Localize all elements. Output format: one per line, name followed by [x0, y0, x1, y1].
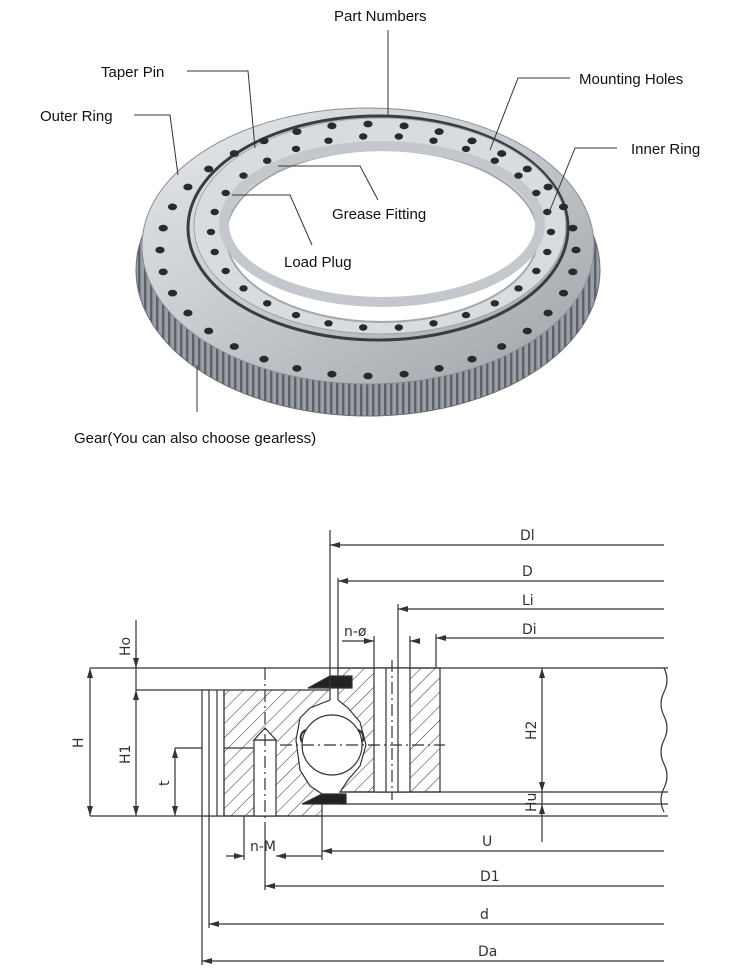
label-load-plug: Load Plug: [284, 254, 352, 271]
dim-H: H: [71, 737, 87, 748]
mounting-hole: [497, 343, 507, 350]
mounting-hole: [434, 128, 444, 136]
mounting-hole: [263, 157, 272, 164]
label-part-numbers: Part Numbers: [334, 8, 427, 25]
dim-t: t: [157, 780, 173, 786]
dim-Hu: Hu: [524, 793, 540, 812]
dim-Da: Da: [478, 944, 497, 960]
mounting-hole: [568, 268, 578, 276]
mounting-hole: [532, 267, 541, 275]
mounting-hole: [158, 224, 168, 232]
mounting-hole: [239, 285, 248, 292]
mounting-hole: [363, 372, 373, 380]
dimension-arrows: [87, 542, 545, 964]
mounting-hole: [206, 228, 216, 236]
label-inner-ring: Inner Ring: [631, 141, 700, 158]
mounting-hole: [155, 246, 165, 254]
label-gear: Gear(You can also choose gearless): [74, 430, 316, 447]
inner-bore: [225, 149, 539, 323]
mounting-hole: [324, 320, 333, 327]
mounting-hole: [467, 355, 477, 363]
mounting-hole: [546, 228, 556, 236]
mounting-hole: [558, 203, 569, 211]
dim-n-phi: n-ø: [344, 624, 367, 640]
mounting-hole: [229, 150, 239, 157]
mounting-hole: [204, 327, 214, 335]
dim-Dl: Dl: [520, 528, 535, 544]
mounting-hole: [558, 289, 569, 297]
label-outer-ring: Outer Ring: [40, 108, 113, 125]
mounting-hole: [291, 311, 301, 319]
mounting-hole: [263, 300, 272, 307]
bore-wall: [219, 141, 545, 307]
mounting-hole: [461, 311, 471, 319]
mounting-hole: [327, 370, 337, 378]
mounting-hole: [532, 189, 541, 197]
mounting-hole: [229, 343, 239, 350]
mounting-hole: [399, 122, 409, 130]
mounting-hole: [514, 285, 523, 292]
mounting-hole: [490, 157, 499, 164]
dim-Di: Di: [522, 622, 537, 638]
mounting-holes: [155, 120, 581, 380]
mounting-hole: [429, 137, 438, 144]
label-mounting-holes: Mounting Holes: [579, 71, 683, 88]
dim-H1: H1: [118, 745, 134, 764]
mounting-hole: [292, 128, 302, 136]
dim-H2: H2: [524, 721, 540, 740]
leader-lines: [134, 30, 617, 412]
mounting-hole: [568, 224, 578, 232]
mounting-hole: [259, 355, 269, 363]
mounting-hole: [221, 267, 230, 275]
dim-Ho: Ho: [118, 637, 134, 656]
cross-section-drawing: [89, 530, 668, 965]
mounting-hole: [359, 133, 368, 140]
mounting-hole: [210, 248, 219, 256]
mounting-hole: [543, 183, 553, 191]
mounting-hole: [291, 145, 301, 153]
mounting-hole: [363, 120, 373, 128]
mounting-hole: [210, 208, 219, 216]
mounting-hole: [514, 172, 523, 179]
mounting-hole: [259, 137, 269, 145]
mounting-hole: [327, 122, 337, 130]
bearing-illustration: [135, 107, 601, 417]
mounting-hole: [204, 165, 214, 173]
ring-groove: [186, 114, 570, 342]
mounting-hole: [221, 189, 230, 197]
mounting-hole: [394, 324, 403, 331]
mounting-hole: [461, 145, 471, 153]
mounting-hole: [543, 309, 553, 317]
mounting-hole: [467, 137, 477, 145]
mounting-hole: [158, 268, 168, 276]
mounting-hole: [183, 183, 193, 191]
mounting-hole: [429, 320, 438, 327]
mounting-hole: [292, 365, 302, 372]
mounting-hole: [167, 289, 178, 297]
mounting-hole: [167, 203, 178, 211]
dim-U: U: [482, 834, 492, 850]
dim-D1: D1: [480, 869, 500, 885]
mounting-hole: [434, 365, 444, 372]
mounting-hole: [359, 324, 368, 331]
label-grease-fitting: Grease Fitting: [332, 206, 426, 223]
mounting-hole: [324, 137, 333, 144]
mounting-hole: [183, 309, 193, 317]
dim-d: d: [480, 907, 489, 923]
label-taper-pin: Taper Pin: [101, 64, 164, 81]
dim-n-M: n-M: [250, 839, 276, 855]
mounting-hole: [239, 172, 248, 179]
dim-Li: Li: [522, 593, 534, 609]
mounting-hole: [522, 165, 532, 173]
mounting-hole: [571, 246, 581, 254]
dim-D: D: [522, 564, 533, 580]
mounting-hole: [394, 133, 403, 140]
mounting-hole: [522, 327, 532, 335]
mounting-hole: [490, 300, 499, 307]
mounting-hole: [399, 370, 409, 378]
mounting-hole: [497, 150, 507, 157]
mounting-hole: [543, 248, 552, 256]
